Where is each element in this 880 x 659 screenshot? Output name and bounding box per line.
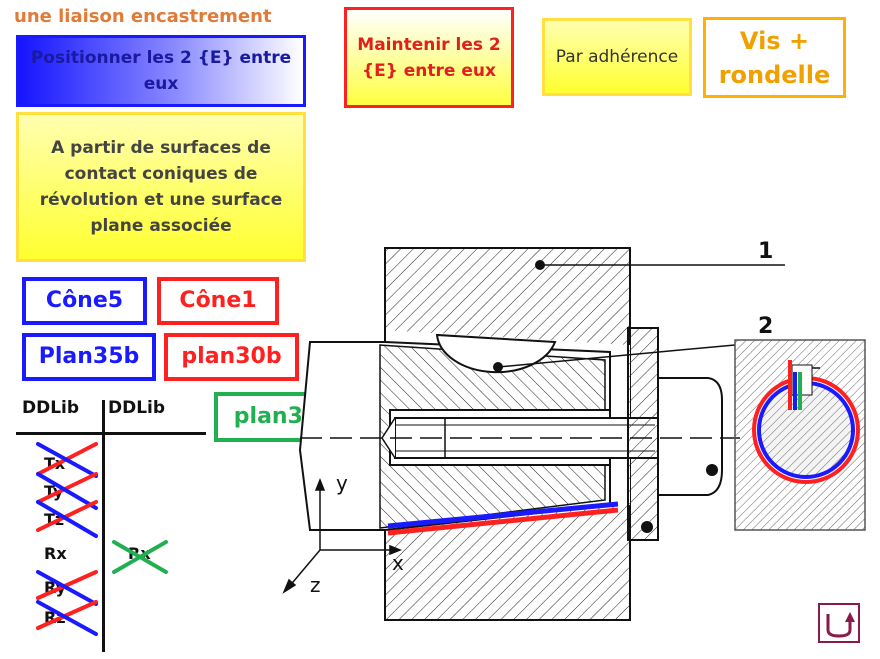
cross-section-view xyxy=(734,339,866,531)
leader-2 xyxy=(497,344,736,368)
dof-table: DDLib DDLib Tx Ty Tz Rx Ry Rz Rx xyxy=(16,396,206,654)
cross-right-rx-b xyxy=(112,540,168,574)
coordinate-axes xyxy=(282,477,403,594)
cross-ty-blue xyxy=(36,472,98,510)
plan30b-label[interactable]: plan30b xyxy=(164,333,299,381)
cross-tz-blue xyxy=(36,500,98,538)
axis-z-label: z xyxy=(310,573,321,597)
cross-ty-red xyxy=(36,472,98,504)
positionner-box[interactable]: Positionner les 2 {E} entre eux xyxy=(16,35,306,107)
cross-ry-blue xyxy=(36,570,98,606)
dof-header-left: DDLib xyxy=(22,398,80,418)
page-title: une liaison encastrement xyxy=(14,6,272,27)
maintenir-box[interactable]: Maintenir les 2 {E} entre eux xyxy=(344,7,514,108)
contact-red-line xyxy=(387,507,619,536)
a-partir-box[interactable]: A partir de surfaces de contact coniques… xyxy=(16,112,306,262)
cross-tz-red xyxy=(36,500,98,532)
return-icon[interactable] xyxy=(818,603,860,643)
cone5-label[interactable]: Cône5 xyxy=(22,277,147,325)
par-adherence-box[interactable]: Par adhérence xyxy=(542,18,692,96)
plan35b-label[interactable]: Plan35b xyxy=(22,333,156,381)
cross-rz-blue xyxy=(36,600,98,636)
dof-crossouts xyxy=(36,442,168,636)
cross-ry-red xyxy=(36,570,98,600)
label-1: 1 xyxy=(758,239,773,264)
contact-blue-line xyxy=(387,501,619,529)
cross-rz-red xyxy=(36,600,98,630)
axis-x-label: x xyxy=(392,551,404,575)
axis-y-label: y xyxy=(336,471,348,495)
table-horizontal-rule xyxy=(16,432,206,435)
cone1-label[interactable]: Cône1 xyxy=(157,277,279,325)
label-2: 2 xyxy=(758,314,773,339)
dof-header-right: DDLib xyxy=(108,398,166,418)
table-vertical-rule xyxy=(102,400,105,652)
dof-rx: Rx xyxy=(44,544,67,563)
cross-tx-blue xyxy=(36,442,98,478)
vis-rondelle-box[interactable]: Vis + rondelle xyxy=(703,17,846,98)
